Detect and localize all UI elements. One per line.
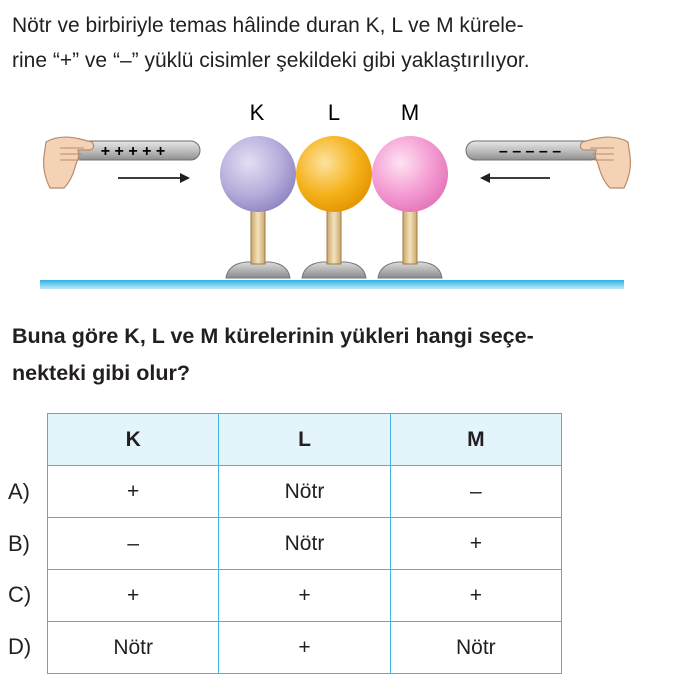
intro-line-2: rine “+” ve “–” yüklü cisimler şekildeki… <box>12 49 530 72</box>
intro-line-1: Nötr ve birbiriyle temas hâlinde duran K… <box>12 14 524 37</box>
table-row[interactable]: + Nötr – <box>46 465 563 518</box>
stand-L <box>301 209 367 279</box>
cell-a-L: Nötr <box>218 465 391 518</box>
header-K: K <box>46 413 220 466</box>
sphere-K <box>220 136 296 212</box>
ground-surface <box>40 280 624 289</box>
sphere-M <box>372 136 448 212</box>
right-hand-icon <box>579 136 631 189</box>
right-arrow-icon <box>118 173 190 183</box>
cell-b-K: – <box>46 517 220 570</box>
cell-c-M: + <box>389 569 563 622</box>
cell-d-M: Nötr <box>389 621 563 674</box>
positive-charges: + + + + + <box>101 143 166 160</box>
cell-b-M: + <box>389 517 563 570</box>
left-arrow-icon <box>480 173 550 183</box>
negative-charges: – – – – – <box>499 143 561 160</box>
label-M: M <box>401 100 419 125</box>
cell-d-K: Nötr <box>46 621 220 674</box>
stand-M <box>377 209 443 279</box>
cell-a-K: + <box>46 465 220 518</box>
cell-a-M: – <box>389 465 563 518</box>
label-K: K <box>250 100 265 125</box>
negative-rod: – – – – – <box>465 140 601 161</box>
left-hand-icon <box>43 136 95 189</box>
sphere-L <box>296 136 372 212</box>
label-L: L <box>328 100 340 125</box>
option-letter-d[interactable]: D) <box>8 634 32 659</box>
header-L: L <box>218 413 391 466</box>
cell-d-L: + <box>218 621 391 674</box>
answer-table: K L M + Nötr – – Nötr + + + + Nötr + Nöt… <box>46 413 563 674</box>
option-letter-c[interactable]: C) <box>8 582 32 607</box>
stand-K <box>225 209 291 279</box>
question-line-1: Buna göre K, L ve M kürelerinin yükleri … <box>12 324 534 348</box>
problem-statement: Nötr ve birbiriyle temas hâlinde duran K… <box>12 8 672 78</box>
question-text: Buna göre K, L ve M kürelerinin yükleri … <box>12 318 672 392</box>
header-M: M <box>389 413 563 466</box>
cell-c-L: + <box>218 569 391 622</box>
cell-c-K: + <box>46 569 220 622</box>
electroscope-figure: K L M + + + + + – – – – – <box>40 100 631 289</box>
table-header-row: K L M <box>46 413 563 466</box>
question-line-2: nekteki gibi olur? <box>12 361 190 385</box>
option-letter-b[interactable]: B) <box>8 531 30 556</box>
option-letter-a[interactable]: A) <box>8 479 30 504</box>
table-row[interactable]: + + + <box>46 569 563 622</box>
cell-b-L: Nötr <box>218 517 391 570</box>
positive-rod: + + + + + <box>63 140 201 161</box>
table-row[interactable]: – Nötr + <box>46 517 563 570</box>
table-row[interactable]: Nötr + Nötr <box>46 621 563 674</box>
